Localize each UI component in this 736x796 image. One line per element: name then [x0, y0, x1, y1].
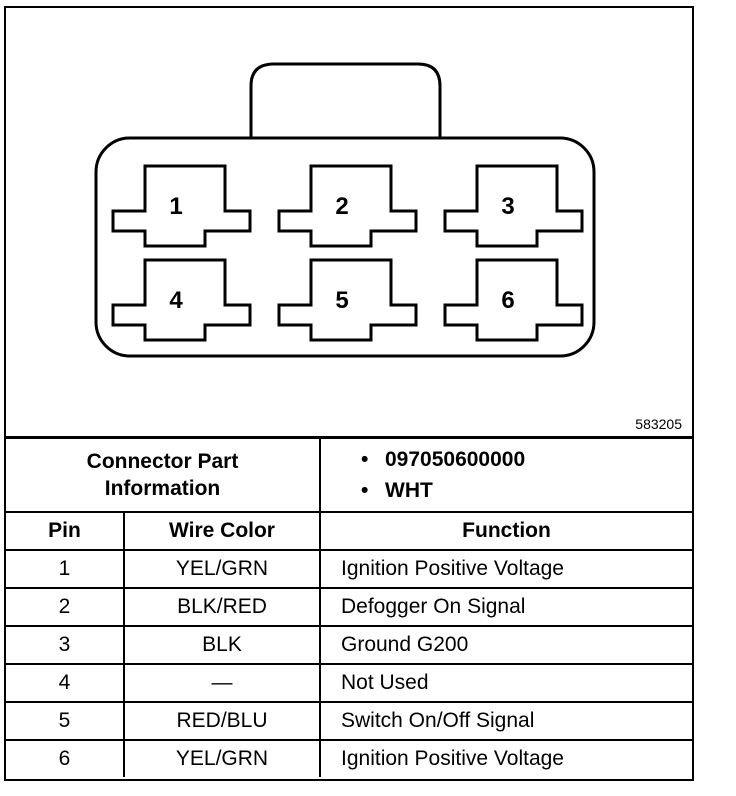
function-cell: Ground G200	[319, 625, 692, 665]
connector-label-line2: Information	[104, 477, 221, 500]
wire-color-cell: —	[123, 663, 321, 703]
part-number-item: • 097050600000	[361, 444, 692, 475]
connector-diagram: 1 2 3 4 5 6	[94, 62, 596, 358]
connector-part-info-label: Connector Part Information	[6, 436, 321, 513]
connector-part-info-values: • 097050600000 • WHT	[319, 436, 692, 513]
figure-id: 583205	[635, 416, 682, 432]
function-cell: Switch On/Off Signal	[319, 701, 692, 741]
header-pin: Pin	[6, 511, 125, 551]
pin-number-label: 5	[335, 287, 348, 314]
wire-color-cell: YEL/GRN	[123, 549, 321, 589]
pin-cavity-6	[443, 258, 584, 342]
function-cell: Defogger On Signal	[319, 587, 692, 627]
pin-cavity-3	[443, 164, 584, 248]
pin-number-label: 6	[501, 287, 514, 314]
pin-number-label: 4	[169, 287, 183, 314]
pin-cell: 6	[6, 739, 125, 777]
table-row: 3 BLK Ground G200	[6, 625, 692, 665]
pin-cavity-2	[277, 164, 418, 248]
function-cell: Ignition Positive Voltage	[319, 739, 692, 777]
bullet-icon: •	[361, 479, 369, 502]
wire-color-cell: RED/BLU	[123, 701, 321, 741]
pin-number-label: 1	[169, 193, 182, 220]
table-row: 1 YEL/GRN Ignition Positive Voltage	[6, 549, 692, 589]
function-cell: Ignition Positive Voltage	[319, 549, 692, 589]
function-cell: Not Used	[319, 663, 692, 703]
connector-info-table: Connector Part Information • 097050600000…	[6, 436, 692, 777]
pin-cell: 4	[6, 663, 125, 703]
pin-cell: 5	[6, 701, 125, 741]
pin-cell: 1	[6, 549, 125, 589]
connector-color-item: • WHT	[361, 475, 692, 506]
pin-cell: 2	[6, 587, 125, 627]
part-number: 097050600000	[385, 448, 526, 471]
table-row: 6 YEL/GRN Ignition Positive Voltage	[6, 739, 692, 777]
header-wire-color: Wire Color	[123, 511, 321, 551]
connector-label-line1: Connector Part	[86, 450, 239, 473]
wire-color-cell: BLK/RED	[123, 587, 321, 627]
pin-number-label: 3	[501, 193, 514, 220]
header-function: Function	[319, 511, 692, 551]
pin-cavity-4	[111, 258, 252, 342]
table-row: 4 — Not Used	[6, 663, 692, 703]
connector-lock-tab	[249, 62, 442, 140]
bullet-icon: •	[361, 448, 369, 471]
connector-color: WHT	[385, 479, 433, 502]
pin-cell: 3	[6, 625, 125, 665]
wire-color-cell: BLK	[123, 625, 321, 665]
pin-cavity-5	[277, 258, 418, 342]
pin-cavity-1	[111, 164, 252, 248]
table-row: 5 RED/BLU Switch On/Off Signal	[6, 701, 692, 741]
table-row: 2 BLK/RED Defogger On Signal	[6, 587, 692, 627]
wire-color-cell: YEL/GRN	[123, 739, 321, 777]
pin-number-label: 2	[335, 193, 348, 220]
